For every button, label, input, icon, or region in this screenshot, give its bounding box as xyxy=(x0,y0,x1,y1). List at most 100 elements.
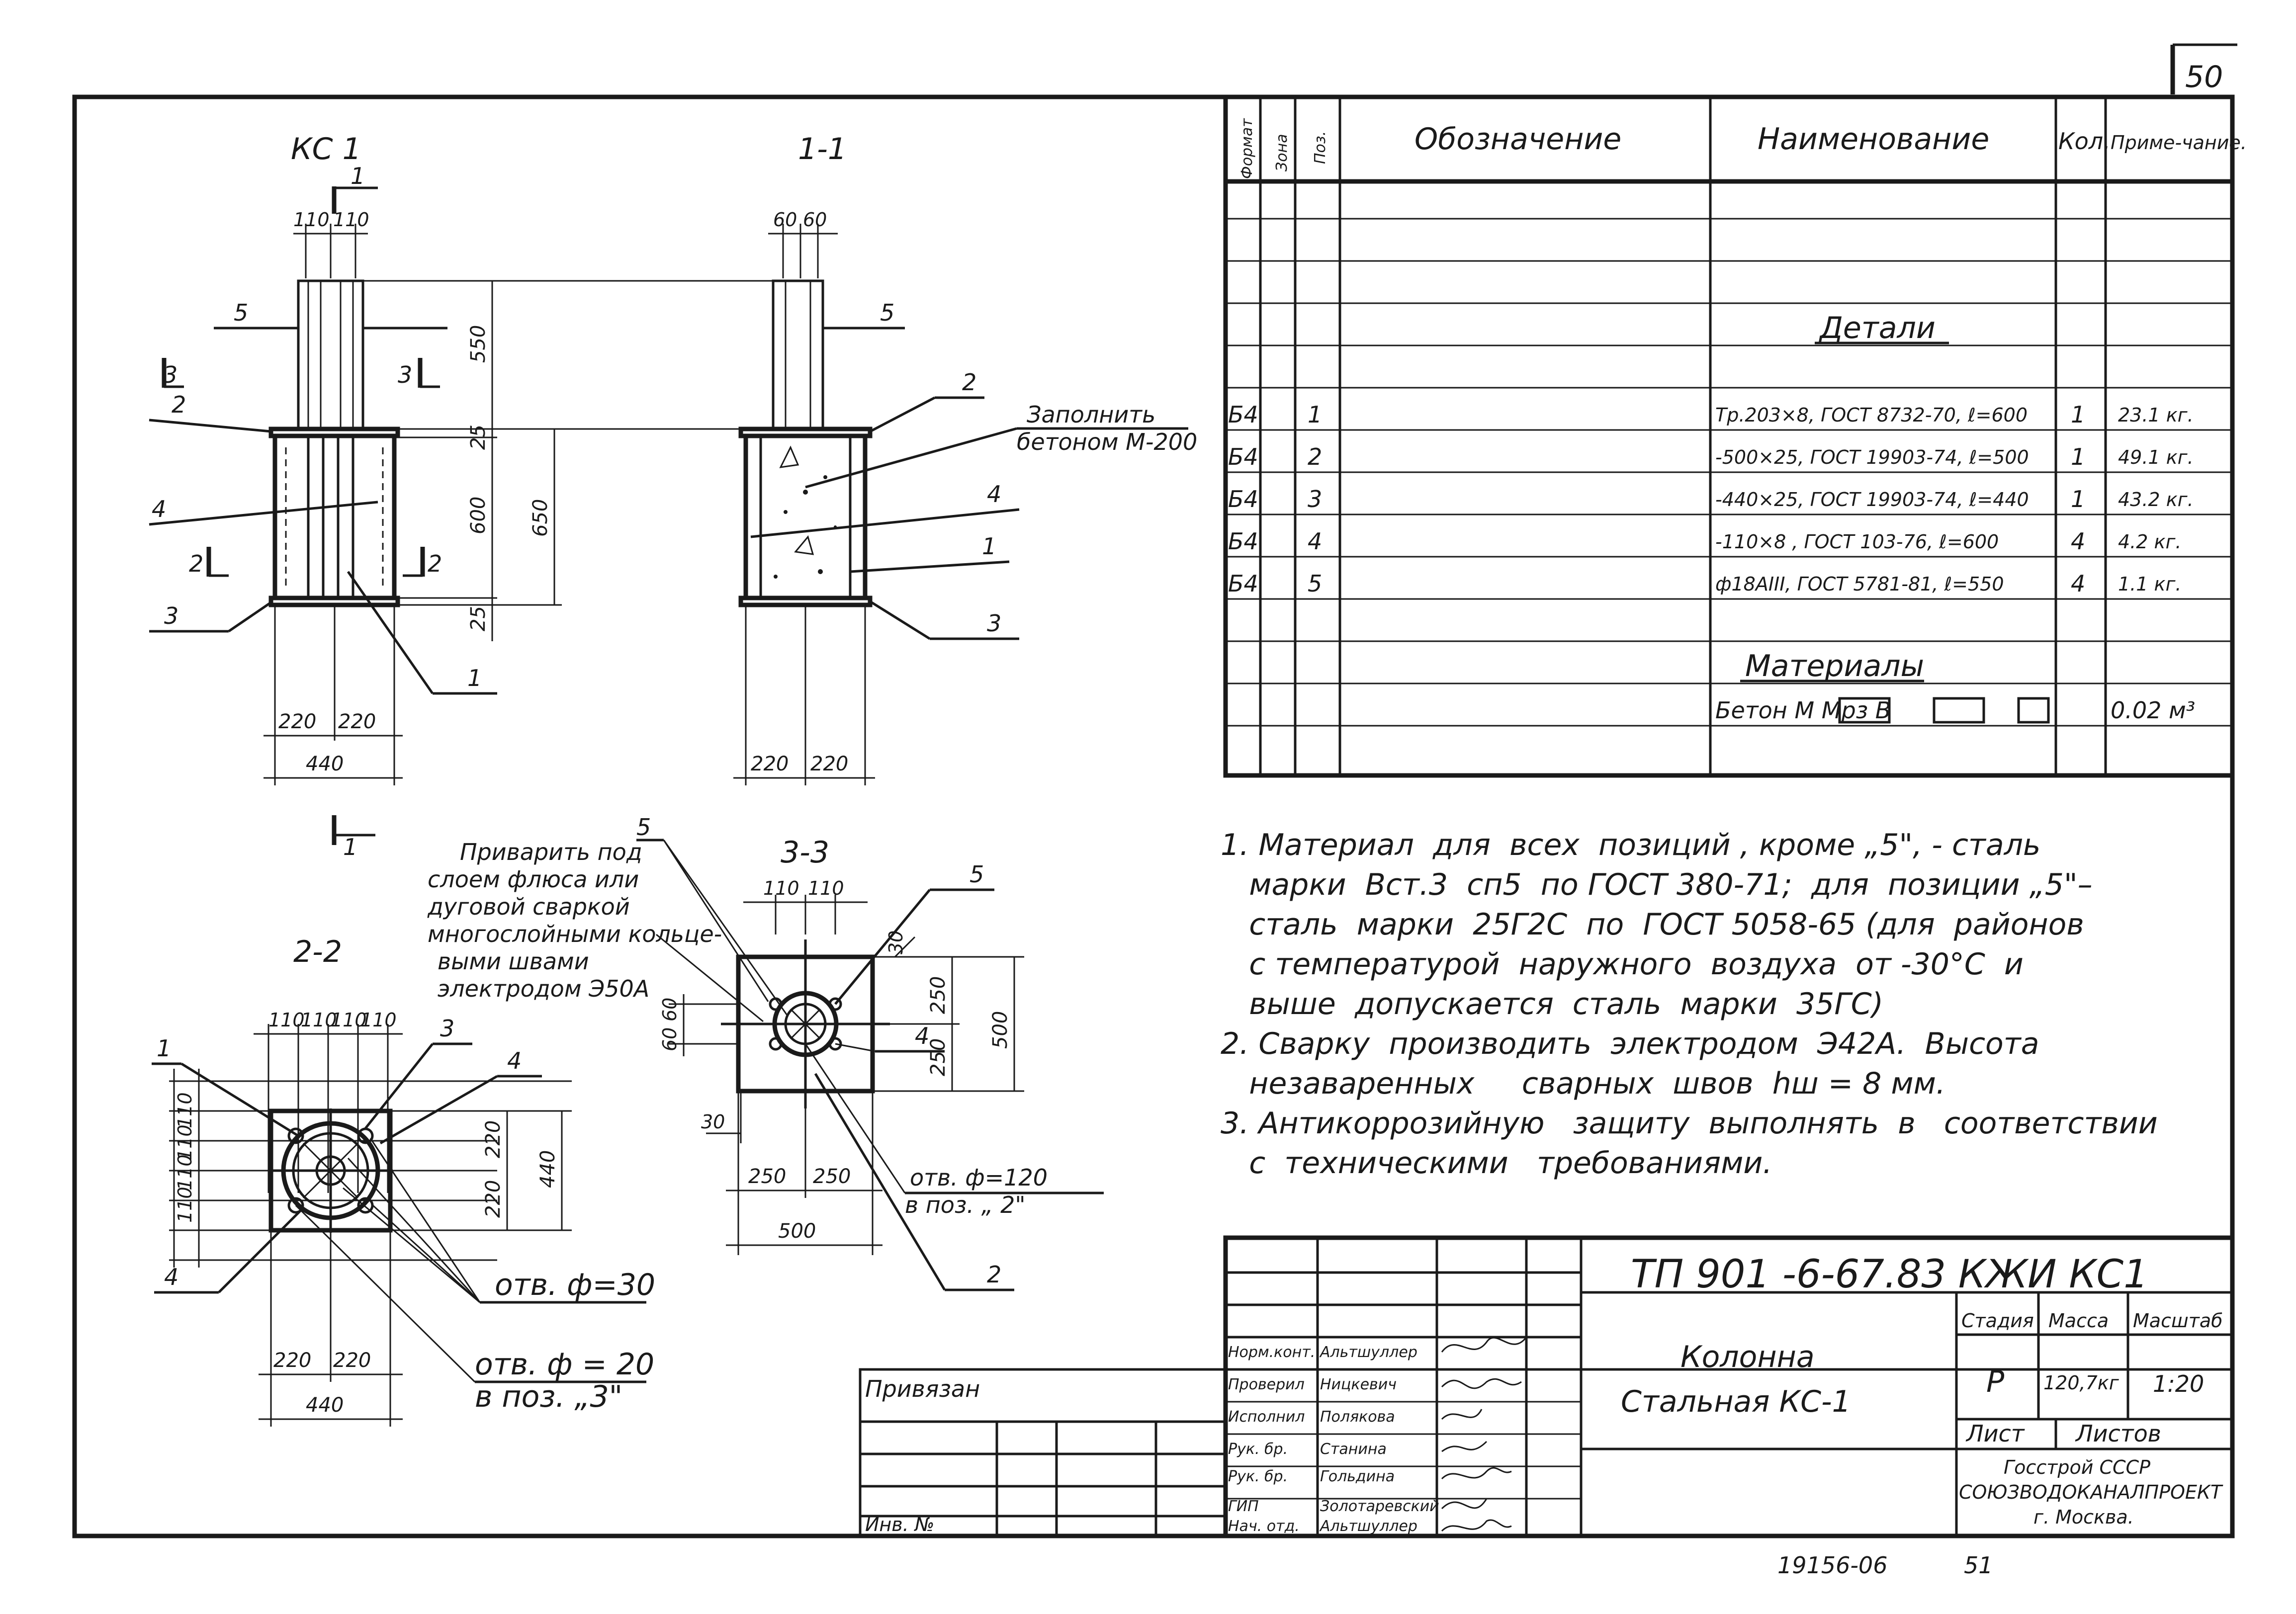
spec-row2-qty: 1 xyxy=(2071,443,2085,470)
weld-note-line2: слоем флюса или xyxy=(428,866,639,893)
sig-role-4: Рук. бр. xyxy=(1228,1441,1288,1458)
spec-row: Б4 2 -500×25, ГОСТ 19903-74, ℓ=500 1 49.… xyxy=(1228,443,2194,470)
spec-row2-name: -500×25, ГОСТ 19903-74, ℓ=500 xyxy=(1715,446,2029,468)
spec-row3-note: 43.2 кг. xyxy=(2118,489,2194,510)
sig-name-5: Гольдина xyxy=(1320,1468,1395,1485)
spec-row3-name: -440×25, ГОСТ 19903-74, ℓ=440 xyxy=(1715,489,2029,510)
sig-role-2: Проверил xyxy=(1228,1376,1305,1393)
s11-title: 1-1 xyxy=(798,132,847,167)
kc1-pos4-label: 4 xyxy=(152,496,166,522)
kc1-cut-label-bottom: 1 xyxy=(343,834,357,860)
note-line-6: 2. Сварку производить электродом Э42А. В… xyxy=(1221,1026,2039,1061)
s33-pos5-label: 5 xyxy=(970,861,984,888)
s22-dim-side-1: 110 xyxy=(174,1092,196,1128)
kc1-cut3-right: 3 xyxy=(398,361,412,388)
spec-row5-name: ф18АIII, ГОСТ 5781-81, ℓ=550 xyxy=(1715,573,2004,595)
spec-header-name: Наименование xyxy=(1758,122,1989,157)
s22-dim-side-2: 110 xyxy=(174,1124,196,1161)
spec-row4-name: -110×8 , ГОСТ 103-76, ℓ=600 xyxy=(1715,531,1999,553)
kc1-cut-label: 1 xyxy=(351,163,365,189)
view-kc1: КС 1 1 110 110 5 3 3 2 xyxy=(149,132,562,860)
sig-role-7: Нач. отд. xyxy=(1228,1518,1300,1535)
weld-pos5-label: 5 xyxy=(636,814,651,841)
s22-dim-v440: 440 xyxy=(536,1150,559,1188)
sheets-label: Листов xyxy=(2075,1420,2161,1447)
sig-role-1: Норм.конт. xyxy=(1228,1344,1315,1361)
spec-section-details: Детали xyxy=(1818,311,1936,345)
s22-dim-v220a: 220 xyxy=(482,1120,505,1158)
scale-value: 1:20 xyxy=(2153,1370,2204,1397)
spec-row-material: Бетон М Мрз В 0.02 м³ xyxy=(1715,697,2195,724)
s11-fill-note-line1: Заполнить xyxy=(1027,401,1155,428)
org-line3: г. Москва. xyxy=(2033,1506,2134,1528)
spec-header-format: Формат xyxy=(1238,118,1256,179)
view-section-1-1: 1-1 60 60 5 2 xyxy=(733,132,1197,785)
s11-fill-note-line2: бетоном М-200 xyxy=(1017,428,1197,455)
kc1-cut2-left: 2 xyxy=(189,550,203,577)
spec-row3-qty: 1 xyxy=(2071,486,2085,512)
s33-dim-30a: 30 xyxy=(885,931,907,954)
org-line1: Госстрой СССР xyxy=(2004,1456,2150,1478)
s22-dim-top-4: 110 xyxy=(360,1009,397,1031)
kc1-cut2-right: 2 xyxy=(428,550,442,577)
s11-pos4-label: 4 xyxy=(987,481,1001,508)
note-line-3: сталь марки 25Г2С по ГОСТ 5058-65 (для р… xyxy=(1221,907,2084,942)
s22-dim-w220a: 220 xyxy=(273,1349,311,1372)
sig-name-1: Альтшуллер xyxy=(1319,1344,1417,1361)
spec-header-note: Приме-чание. xyxy=(2111,132,2247,154)
s11-pos5-label: 5 xyxy=(880,299,894,326)
sheet-label: Лист xyxy=(1965,1420,2025,1447)
s33-dim-110b: 110 xyxy=(808,877,844,899)
doc-code: ТП 901 -6-67.83 КЖИ КС1 xyxy=(1631,1252,2148,1297)
kc1-dim-440: 440 xyxy=(306,753,344,775)
mass-value: 120,7кг xyxy=(2043,1372,2119,1394)
s22-dim-side-3: 110 xyxy=(174,1154,196,1190)
title-block: ТП 901 -6-67.83 КЖИ КС1 Колонна Стальная… xyxy=(1223,1235,2235,1538)
s11-dim-220a: 220 xyxy=(751,753,789,775)
s22-dim-w440: 440 xyxy=(306,1394,344,1417)
kc1-dim-110b: 110 xyxy=(333,209,369,231)
kc1-cut3-left: 3 xyxy=(163,361,177,388)
spec-row1-name: Тр.203×8, ГОСТ 8732-70, ℓ=600 xyxy=(1715,404,2028,426)
s33-dim-w250a: 250 xyxy=(748,1165,786,1188)
spec-header-designation: Обозначение xyxy=(1414,122,1621,157)
doc-title-line2: Стальная КС-1 xyxy=(1621,1384,1851,1419)
stage-value: Р xyxy=(1986,1364,2005,1399)
kc1-pos2-label: 2 xyxy=(172,391,186,418)
sig-role-5: Рук. бр. xyxy=(1228,1468,1288,1485)
kc1-dim-220a: 220 xyxy=(278,710,316,733)
sig-name-3: Полякова xyxy=(1320,1408,1395,1426)
s33-dim-30b: 30 xyxy=(701,1111,725,1133)
kc1-dim-220b: 220 xyxy=(338,710,376,733)
weld-note-line3: дуговой сваркой xyxy=(427,893,630,920)
spec-header-pos: Поз. xyxy=(1312,131,1329,164)
scale-label: Масштаб xyxy=(2133,1310,2223,1332)
spec-row: Б4 5 ф18АIII, ГОСТ 5781-81, ℓ=550 4 1.1 … xyxy=(1228,570,2182,597)
doc-title-line1: Колонна xyxy=(1680,1340,1815,1374)
note-line-4: с температурой наружного воздуха от -30°… xyxy=(1221,947,2024,982)
signature-scribbles xyxy=(1441,1337,1527,1532)
spec-row1-pos: 1 xyxy=(1308,401,1322,428)
note-line-5: выше допускается сталь марки 35ГС) xyxy=(1221,987,1883,1021)
spec-row: Б4 4 -110×8 , ГОСТ 103-76, ℓ=600 4 4.2 к… xyxy=(1228,528,2182,555)
sig-name-7: Альтшуллер xyxy=(1319,1518,1417,1535)
weld-note: Приварить под слоем флюса или дуговой св… xyxy=(427,814,789,1022)
spec-row: Б4 1 Тр.203×8, ГОСТ 8732-70, ℓ=600 1 23.… xyxy=(1228,401,2194,428)
s33-dim-v250b: 250 xyxy=(927,1038,950,1076)
s11-pos1-label: 1 xyxy=(982,533,996,560)
s11-dim-60a: 60 xyxy=(773,209,797,231)
s22-hole20-note: отв. ф = 20 xyxy=(475,1347,654,1382)
tied-label: Привязан xyxy=(865,1375,980,1402)
spec-row4-note: 4.2 кг. xyxy=(2118,531,2182,553)
archive-number: 19156-06 xyxy=(1777,1552,1887,1579)
spec-material-note: 0.02 м³ xyxy=(2111,697,2195,724)
kc1-pos5-label: 5 xyxy=(234,299,248,326)
kc1-dim-600: 600 xyxy=(467,497,490,534)
sig-name-4: Станина xyxy=(1320,1441,1387,1458)
s33-pos2-label: 2 xyxy=(987,1261,1001,1288)
spec-row3-format: Б4 xyxy=(1228,486,1258,512)
s22-pos4-label-bottom: 4 xyxy=(164,1264,178,1290)
s11-dim-60b: 60 xyxy=(803,209,827,231)
spec-row2-note: 49.1 кг. xyxy=(2118,446,2194,468)
weld-note-line5: выми швами xyxy=(438,948,589,975)
